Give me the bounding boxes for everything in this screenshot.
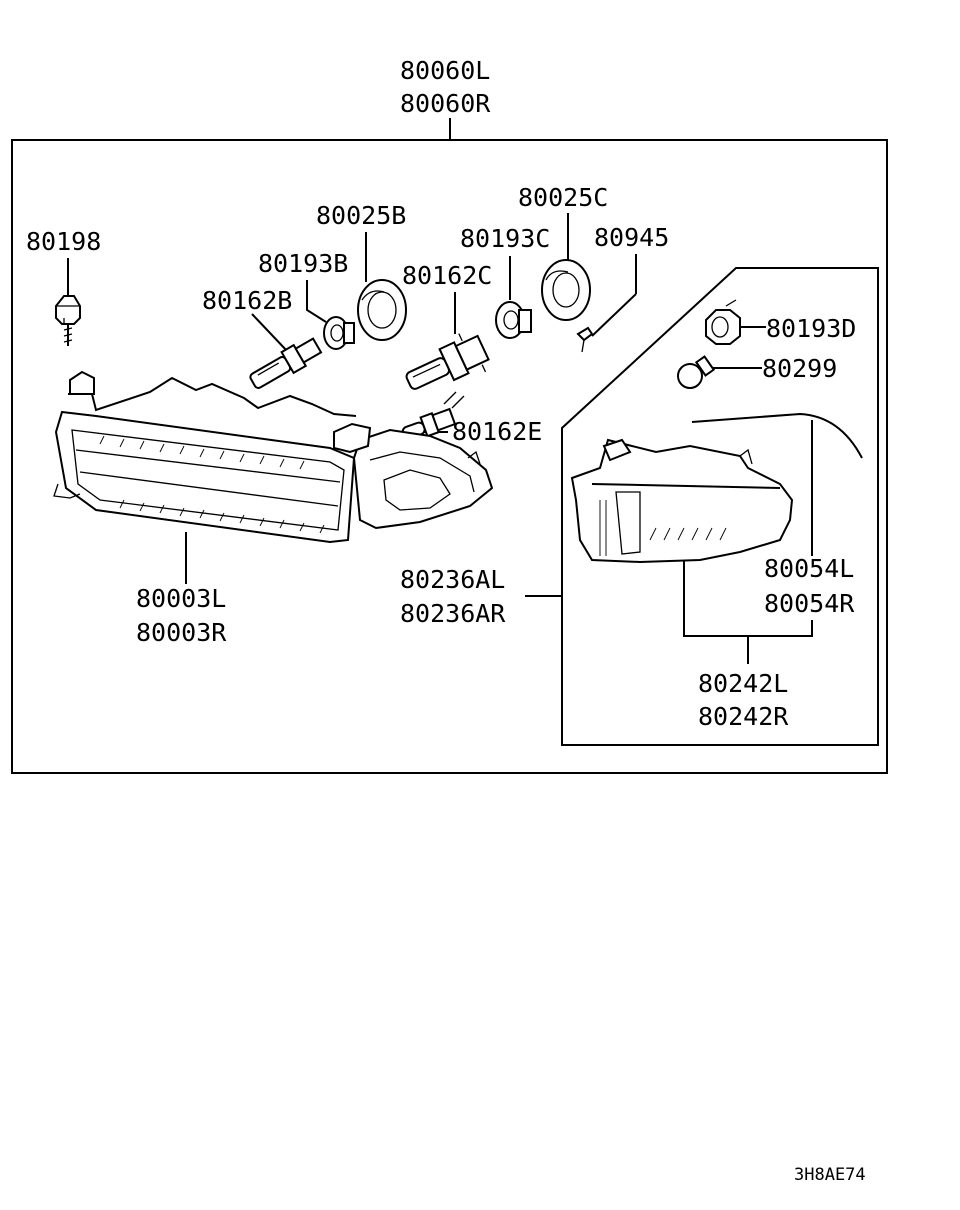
bulb-icon xyxy=(405,292,490,390)
part-label-80054l: 80054L xyxy=(764,554,854,583)
part-label-80198: 80198 xyxy=(26,227,101,256)
part-label-80162e: 80162E xyxy=(452,417,542,446)
turn-lamp-frame xyxy=(561,267,879,746)
part-label-80003l: 80003L xyxy=(136,584,226,613)
part-label-80162b: 80162B xyxy=(202,286,292,315)
part-label-80162c: 80162C xyxy=(402,261,492,290)
part-label-80193d: 80193D xyxy=(766,314,856,343)
part-label-80236al: 80236AL xyxy=(400,565,505,594)
assembly-label-l: 80060L xyxy=(400,56,490,85)
bulb-socket-icon xyxy=(357,232,407,341)
headlamp-icon xyxy=(53,370,494,584)
bulb-icon xyxy=(401,391,465,440)
part-label-80025b: 80025B xyxy=(316,201,406,230)
screw-icon xyxy=(576,254,637,353)
part-label-80025c: 80025C xyxy=(518,183,608,212)
bulb-socket-icon xyxy=(541,213,591,321)
bulb-socket-icon xyxy=(306,280,355,350)
assembly-label-r: 80060R xyxy=(400,89,491,118)
drawing-code: 3H8AE74 xyxy=(794,1165,866,1185)
part-label-80236ar: 80236AR xyxy=(400,599,506,628)
bulb-icon xyxy=(677,355,762,389)
part-label-80945: 80945 xyxy=(594,223,669,252)
bulb-socket-icon xyxy=(495,256,532,339)
part-label-80242r: 80242R xyxy=(698,702,789,731)
bulb-icon xyxy=(249,313,323,389)
turn-signal-lamp-icon xyxy=(570,412,863,664)
part-label-80299: 80299 xyxy=(762,354,837,383)
part-label-80193c: 80193C xyxy=(460,224,550,253)
part-label-80003r: 80003R xyxy=(136,618,227,647)
lens-hatching xyxy=(99,435,325,534)
screw-icon xyxy=(55,258,81,346)
part-label-80242l: 80242L xyxy=(698,669,788,698)
part-label-80193b: 80193B xyxy=(258,249,348,278)
bulb-socket-icon xyxy=(705,299,766,345)
part-label-80054r: 80054R xyxy=(764,589,855,618)
